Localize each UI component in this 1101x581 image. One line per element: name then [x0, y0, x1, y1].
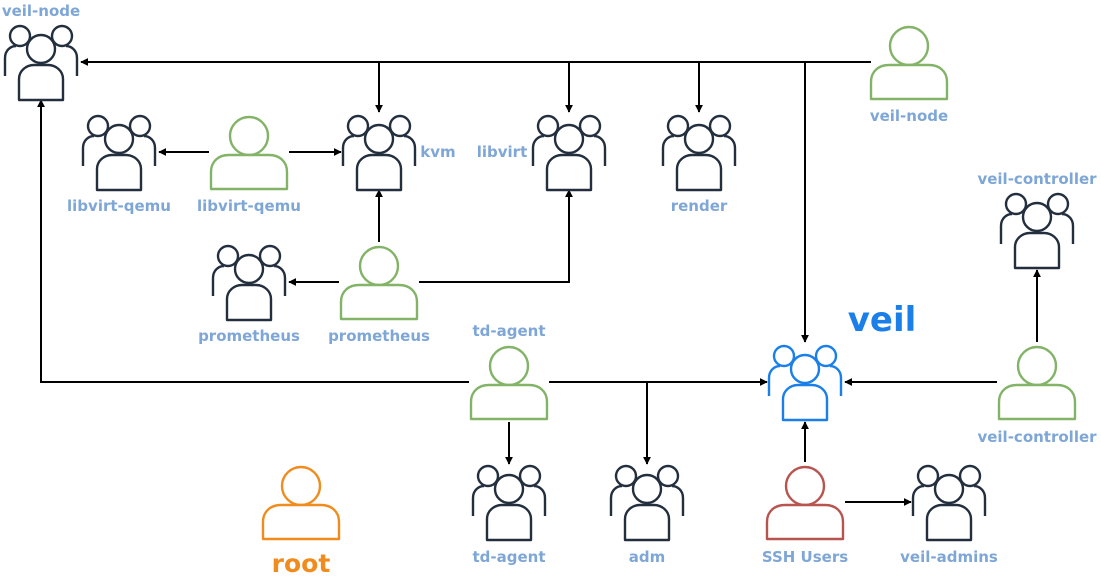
node-veil-node-user: veil-node — [869, 25, 949, 125]
node-label: veil-admins — [900, 548, 998, 566]
node-veil-group: veil — [767, 300, 917, 422]
group-icon — [3, 24, 79, 102]
node-td-agent-user: td-agent — [469, 322, 549, 421]
group-icon — [81, 114, 157, 192]
group-icon — [661, 114, 737, 192]
group-icon — [767, 344, 843, 422]
node-kvm-group: kvm — [341, 114, 456, 192]
group-icon — [609, 464, 685, 542]
node-veil-node-group: veil-node — [2, 2, 80, 102]
group-icon — [211, 244, 287, 322]
edge-td-agent-user-to-veil-node-group — [37, 99, 469, 383]
user-icon — [765, 465, 845, 541]
node-ssh-users: SSH Users — [762, 465, 848, 566]
node-label: veil-controller — [977, 170, 1097, 188]
node-label: kvm — [420, 143, 455, 161]
node-label: SSH Users — [762, 548, 848, 566]
node-prometheus-group: prometheus — [198, 244, 300, 345]
node-veil-controller-user: veil-controller — [977, 345, 1097, 446]
user-icon — [209, 115, 289, 191]
node-label: veil-node — [870, 107, 948, 125]
group-icon — [911, 464, 987, 542]
group-icon — [341, 114, 417, 192]
node-label: veil-controller — [977, 428, 1097, 446]
node-label: td-agent — [472, 322, 545, 340]
user-icon — [997, 345, 1077, 421]
node-label: veil-node — [2, 2, 80, 20]
node-label: libvirt-qemu — [197, 197, 301, 215]
node-label: libvirt — [477, 143, 528, 161]
node-label: prometheus — [328, 327, 430, 345]
user-icon — [869, 25, 949, 101]
node-veil-admins-group: veil-admins — [900, 464, 998, 566]
node-td-agent-group: td-agent — [471, 464, 547, 566]
node-label: adm — [629, 548, 666, 566]
node-label: root — [272, 549, 331, 578]
user-icon — [469, 345, 549, 421]
node-root-user: root — [261, 465, 341, 578]
user-icon — [339, 245, 419, 321]
node-label: td-agent — [472, 548, 545, 566]
node-label: libvirt-qemu — [67, 197, 171, 215]
edges-layer — [37, 58, 1041, 506]
node-label: render — [671, 197, 728, 215]
node-libvirt-qemu-user: libvirt-qemu — [197, 115, 301, 215]
group-icon — [471, 464, 547, 542]
node-veil-controller-group: veil-controller — [977, 170, 1097, 270]
node-libvirt-group: libvirt — [477, 114, 607, 192]
user-icon — [261, 465, 341, 541]
group-icon — [531, 114, 607, 192]
node-render-group: render — [661, 114, 737, 215]
node-adm-group: adm — [609, 464, 685, 566]
node-label: prometheus — [198, 327, 300, 345]
node-prometheus-user: prometheus — [328, 245, 430, 345]
node-label: veil — [848, 300, 917, 340]
edge-prometheus-user-to-libvirt-group — [419, 189, 573, 283]
node-libvirt-qemu-group: libvirt-qemu — [67, 114, 171, 215]
group-icon — [999, 192, 1075, 270]
